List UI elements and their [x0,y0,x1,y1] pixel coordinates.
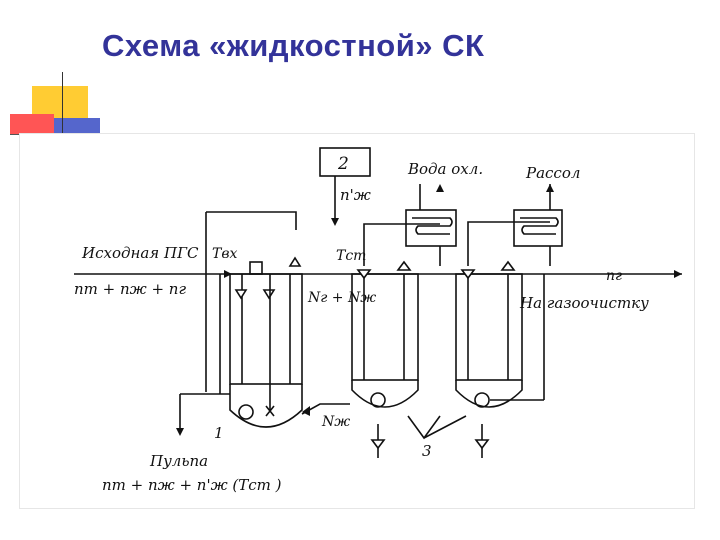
pj-prime-label: п'ж [340,186,371,204]
column-1-pump [238,404,254,420]
na-gazoochistku-label: На газоочистку [519,294,649,312]
cooler-coil-1 [412,217,453,235]
input-flows-label: пт + пж + пг [74,280,186,298]
column-2-valve-a [356,269,372,280]
cooler-box-1 [405,209,457,247]
column-1-valve-a [234,289,248,300]
column-1-valve-c [288,256,302,267]
rassol-label: Рассол [525,164,580,182]
n-g-label: пг [606,268,622,284]
column-2-valve-b [396,260,412,271]
n-zh-label: Nж [321,414,350,430]
process-diagram: 2 п'ж Вода охл. Рассол Исходная ПГС Твх … [74,147,682,494]
box-2-arrow [331,218,339,226]
cooler-2-arrow [546,184,554,192]
feed-arrow [224,270,232,278]
decor-vertical-line [62,72,63,142]
diagram-panel: 2 п'ж Вода охл. Рассол Исходная ПГС Твх … [20,134,694,508]
column-2-top [363,223,440,266]
column-2-pump [370,392,386,408]
column-1-outer [206,211,297,230]
column-1-bottom [229,384,303,428]
column-3-drain-valve [474,439,490,450]
column-1-stirrer [265,405,275,417]
column-3-top [467,221,550,266]
slide-title: Схема «жидкостной» СК [102,28,485,63]
column-2-bottom [351,380,419,408]
column-3-valve-a [460,269,476,280]
num-1-label: 1 [214,424,224,442]
out-arrow [674,270,682,278]
column-2 [351,273,419,381]
output-flows-label: пт + пж + п'ж (Тст ) [102,476,282,494]
decor-blue-rect [54,118,100,134]
column-2-drain-valve [370,439,386,450]
recycle-arrow [302,406,310,416]
voda-ohl-label: Вода охл. [407,160,483,178]
column-1-valve-b [262,289,276,300]
ishodnaya-pgs-label: Исходная ПГС [81,244,199,262]
num-3-label: 3 [422,442,432,460]
t-st-label: Тст [336,248,366,264]
label-3-leaders [407,415,467,440]
box-2 [319,147,371,177]
cooler-box-2 [513,209,563,247]
t-vh-label: Твх [212,246,237,262]
decor-red-rect [10,114,54,134]
ng-nzh-label: Nг + Nж [307,290,376,306]
column-1-top-valve [249,261,263,275]
column-3-pump [474,392,490,408]
column-3 [455,273,523,381]
column-3-valve-b [500,260,516,271]
pulp-arrow [176,428,184,436]
box-2-label: 2 [337,154,349,174]
pulpa-label: Пульпа [149,452,208,470]
cooler-1-arrow [436,184,444,192]
column-3-bottom [455,380,523,408]
column-1 [229,273,303,385]
cooler-coil-2 [520,217,559,235]
